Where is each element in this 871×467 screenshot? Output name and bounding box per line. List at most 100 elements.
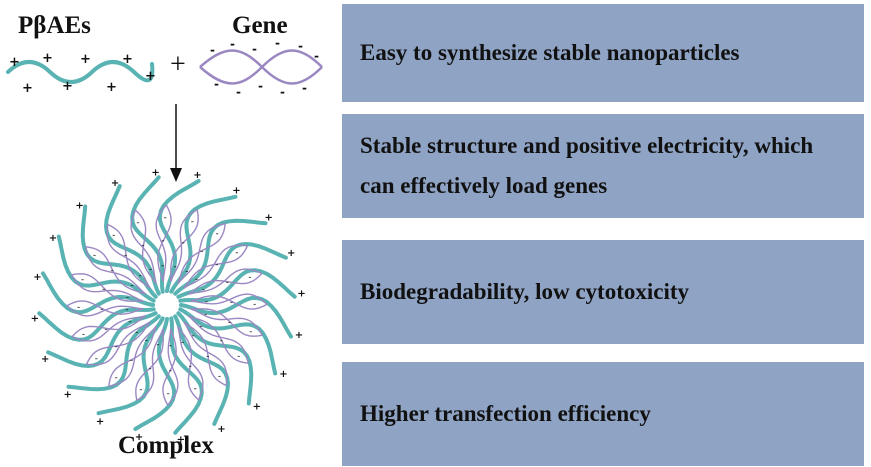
complex-nanoparticle: ++++++++++++++++++++--------------------… bbox=[31, 168, 306, 446]
complex-negative-charge: - bbox=[216, 229, 219, 239]
complex-negative-charge: - bbox=[156, 340, 159, 350]
complex-positive-charge: + bbox=[31, 314, 39, 325]
svg-text:-: - bbox=[214, 77, 219, 91]
complex-negative-charge: - bbox=[112, 231, 115, 241]
feature-box-gene-loading: Stable structure and positive electricit… bbox=[342, 114, 864, 218]
complex-positive-charge: + bbox=[177, 434, 185, 445]
complex-negative-charge: - bbox=[100, 305, 103, 315]
complex-negative-charge: - bbox=[194, 384, 197, 394]
complex-gene-strand bbox=[187, 272, 263, 295]
svg-text:-: - bbox=[314, 49, 319, 63]
complex-negative-charge: - bbox=[220, 336, 223, 346]
svg-text:-: - bbox=[280, 85, 285, 99]
feature-text: Easy to synthesize stable nanoparticles bbox=[360, 40, 740, 65]
complex-negative-charge: - bbox=[169, 366, 172, 376]
complex-negative-charge: - bbox=[82, 330, 85, 340]
complex-negative-charge: - bbox=[139, 385, 142, 395]
complex-negative-charge: - bbox=[136, 218, 139, 228]
complex-negative-charge: - bbox=[248, 272, 251, 282]
complex-negative-charge: - bbox=[102, 285, 105, 295]
complex-negative-charge: - bbox=[204, 310, 207, 320]
complex-negative-charge: - bbox=[174, 262, 177, 272]
complex-negative-charge: - bbox=[218, 371, 221, 381]
complex-gene-strand bbox=[108, 326, 157, 387]
feature-box-synthesis: Easy to synthesize stable nanoparticles bbox=[342, 4, 864, 102]
complex-negative-charge: - bbox=[191, 217, 194, 227]
svg-text:-: - bbox=[252, 42, 257, 56]
complex-gene-strand bbox=[85, 246, 146, 295]
complex-positive-charge: + bbox=[111, 178, 119, 189]
complex-positive-charge: + bbox=[96, 416, 104, 427]
complex-negative-charge: - bbox=[164, 213, 167, 223]
complex-positive-charge: + bbox=[297, 288, 305, 299]
svg-text:-: - bbox=[258, 79, 263, 93]
complex-gene-strand bbox=[157, 204, 172, 282]
complex-negative-charge: - bbox=[149, 364, 152, 374]
complex-gene-strand bbox=[177, 325, 200, 401]
svg-text:-: - bbox=[230, 37, 235, 51]
complex-negative-charge: - bbox=[161, 261, 164, 271]
complex-negative-charge: - bbox=[145, 336, 148, 346]
gene-negative-charges: - - - - - - - - - - - bbox=[210, 36, 319, 99]
complex-negative-charge: - bbox=[77, 303, 80, 313]
complex-negative-charge: - bbox=[167, 389, 170, 399]
svg-text:-: - bbox=[275, 36, 280, 50]
complex-negative-charge: - bbox=[130, 356, 133, 366]
complex-negative-charge: - bbox=[200, 246, 203, 256]
complex-positive-charge: + bbox=[265, 212, 273, 223]
complex-label: Complex bbox=[118, 432, 214, 459]
complex-negative-charge: - bbox=[235, 248, 238, 258]
complex-positive-charge: + bbox=[135, 432, 143, 443]
svg-text:+: + bbox=[9, 55, 20, 70]
complex-negative-charge: - bbox=[249, 327, 252, 337]
reaction-arrow bbox=[170, 104, 182, 182]
complex-negative-charge: - bbox=[124, 251, 127, 261]
svg-text:+: + bbox=[62, 79, 73, 94]
complex-positive-charge: + bbox=[64, 390, 72, 401]
gene-double-helix bbox=[199, 49, 323, 85]
svg-text:-: - bbox=[298, 39, 303, 53]
complex-negative-charge: - bbox=[131, 281, 134, 291]
complex-negative-charge: - bbox=[115, 342, 118, 352]
polymer-chain bbox=[6, 60, 155, 84]
complex-positive-charge: + bbox=[295, 330, 303, 341]
complex-gene-strand bbox=[134, 209, 157, 285]
complex-negative-charge: - bbox=[205, 297, 208, 307]
svg-text:+: + bbox=[22, 81, 33, 96]
complex-gene-strand bbox=[66, 300, 144, 315]
complex-negative-charge: - bbox=[149, 264, 152, 274]
complex-negative-charge: - bbox=[228, 318, 231, 328]
pbaes-label: PβAEs bbox=[18, 12, 91, 39]
complex-negative-charge: - bbox=[206, 351, 209, 361]
complex-positive-charge: + bbox=[253, 402, 261, 413]
complex-negative-charge: - bbox=[185, 267, 188, 277]
complex-negative-charge: - bbox=[169, 341, 172, 351]
complex-negative-charge: - bbox=[141, 240, 144, 250]
complex-gene-strand bbox=[162, 328, 177, 406]
complex-negative-charge: - bbox=[115, 373, 118, 383]
complex-negative-charge: - bbox=[95, 354, 98, 364]
complex-negative-charge: - bbox=[195, 275, 198, 285]
plus-sign: + bbox=[170, 49, 186, 80]
polymer-positive-charges: + + + + + + + + bbox=[9, 51, 156, 96]
complex-negative-charge: - bbox=[182, 238, 185, 248]
complex-negative-charge: - bbox=[104, 325, 107, 335]
complex-negative-charge: - bbox=[135, 328, 138, 338]
complex-positive-charge: + bbox=[279, 369, 287, 380]
complex-gene-strand bbox=[183, 321, 227, 387]
complex-positive-charge: + bbox=[49, 233, 57, 244]
svg-text:+: + bbox=[106, 80, 117, 95]
svg-text:+: + bbox=[80, 52, 91, 67]
complex-gene-strand bbox=[190, 308, 263, 337]
complex-negative-charge: - bbox=[237, 352, 240, 362]
complex-positive-charge: + bbox=[151, 168, 159, 179]
svg-text:-: - bbox=[236, 85, 241, 99]
feature-box-transfection: Higher transfection efficiency bbox=[342, 362, 864, 466]
complex-positive-charge: + bbox=[232, 186, 240, 197]
complex-negative-charge: - bbox=[189, 362, 192, 372]
complex-gene-strand bbox=[183, 245, 249, 289]
complex-gene-strand bbox=[170, 209, 199, 282]
complex-negative-charge: - bbox=[161, 236, 164, 246]
svg-text:-: - bbox=[302, 81, 307, 95]
